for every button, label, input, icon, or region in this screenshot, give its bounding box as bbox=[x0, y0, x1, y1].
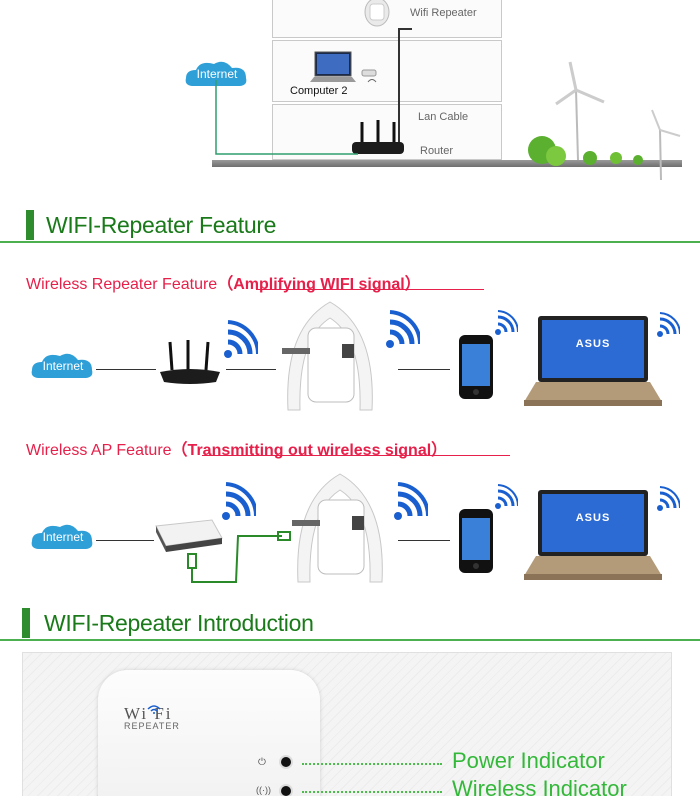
repeater-internet-cloud: Internet bbox=[30, 352, 96, 380]
wifi-signal-icon bbox=[657, 486, 680, 511]
ground-strip bbox=[212, 160, 682, 167]
smartphone-icon bbox=[459, 335, 493, 399]
floor-middle bbox=[272, 40, 502, 102]
wifi-repeater-device-icon bbox=[282, 301, 373, 411]
wifi-repeater-device-icon bbox=[364, 0, 390, 27]
computer-laptop-icon bbox=[310, 51, 356, 82]
router-icon bbox=[352, 120, 404, 154]
ap-feature-underline bbox=[202, 455, 510, 456]
wifi-signal-icon bbox=[657, 312, 680, 337]
repeater-cable-top bbox=[398, 28, 412, 30]
router-icon bbox=[160, 340, 220, 384]
power-indicator-label: Power Indicator bbox=[452, 748, 605, 773]
wind-turbines-scenery bbox=[528, 61, 681, 180]
ap-feature-title-main: Wireless AP Feature bbox=[26, 442, 172, 459]
internet-cloud: Internet bbox=[184, 60, 250, 88]
wifi-signal-icon bbox=[495, 310, 518, 335]
cloud-icon bbox=[31, 524, 93, 549]
ap-feature-title: Wireless AP Feature（Transmitting out wir… bbox=[26, 436, 447, 460]
section2-divider bbox=[0, 639, 700, 641]
wifi-repeater-device-icon bbox=[292, 473, 383, 583]
lan-cable-line bbox=[187, 531, 291, 583]
section1-title: WIFI-Repeater Feature bbox=[46, 212, 277, 238]
modem-icon bbox=[155, 519, 223, 552]
internet-cable-line bbox=[215, 80, 358, 155]
internet-label: Internet bbox=[42, 359, 84, 373]
power-symbol-icon: ⏻ bbox=[258, 757, 266, 768]
repeater-feature-underline bbox=[256, 289, 484, 290]
wireless-led bbox=[281, 786, 291, 796]
device-sub-label: REPEATER bbox=[124, 721, 180, 731]
internet-label: Internet bbox=[196, 67, 238, 81]
section2-title: WIFI-Repeater Introduction bbox=[44, 610, 314, 636]
wireless-indicator-label: Wireless Indicator bbox=[452, 776, 627, 796]
section1-divider bbox=[0, 241, 700, 243]
wifi-signal-icon bbox=[386, 310, 420, 348]
repeater-feature-title-emph: （Amplifying WIFI signal） bbox=[217, 276, 421, 293]
laptop-icon bbox=[524, 316, 662, 406]
repeater-feature-title: Wireless Repeater Feature（Amplifying WIF… bbox=[26, 270, 421, 294]
cloud-icon bbox=[31, 353, 93, 378]
wireless-symbol-icon: ((·)) bbox=[256, 785, 271, 795]
ap-internet-cloud: Internet bbox=[30, 523, 96, 551]
smartphone-icon bbox=[459, 509, 493, 573]
wifi-repeater-label: Wifi Repeater bbox=[410, 7, 477, 19]
link-line bbox=[398, 540, 450, 541]
wireless-leader-line bbox=[302, 791, 442, 793]
computer-label: Computer 2 bbox=[290, 85, 348, 97]
internet-label: Internet bbox=[42, 530, 84, 544]
lan-cable-label: Lan Cable bbox=[418, 111, 469, 123]
wifi-signal-icon bbox=[222, 482, 256, 520]
repeater-device-front bbox=[98, 670, 320, 796]
link-line bbox=[398, 369, 450, 370]
power-leader-line bbox=[302, 763, 442, 765]
wireless-adapter-icon bbox=[361, 69, 377, 83]
wifi-signal-icon bbox=[394, 482, 428, 520]
link-line bbox=[96, 540, 154, 541]
wifi-signal-icon bbox=[495, 484, 518, 509]
laptop-icon bbox=[524, 490, 662, 580]
section1-accent-bar bbox=[26, 210, 34, 240]
router-label: Router bbox=[420, 145, 454, 157]
repeater-cable bbox=[398, 28, 400, 148]
wifi-logo-icon bbox=[147, 705, 161, 714]
link-line bbox=[96, 369, 156, 370]
ap-feature-title-emph: （Transmitting out wireless signal） bbox=[171, 442, 448, 459]
section2-accent-bar bbox=[22, 608, 30, 638]
laptop-brand-label: ASUS bbox=[575, 338, 611, 350]
power-led bbox=[281, 757, 291, 767]
wifi-signal-icon bbox=[224, 320, 258, 358]
cloud-icon bbox=[185, 61, 247, 86]
laptop-brand-label: ASUS bbox=[575, 512, 611, 524]
link-line bbox=[226, 369, 276, 370]
repeater-feature-title-main: Wireless Repeater Feature bbox=[26, 276, 218, 293]
